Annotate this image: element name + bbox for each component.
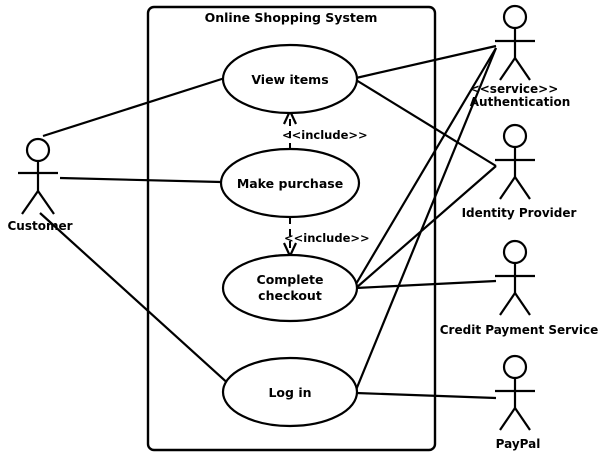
actor-label: Authentication	[470, 95, 571, 109]
assoc-customer-log-in	[39, 212, 233, 388]
stick-figure-icon	[495, 4, 535, 81]
include-label: <<include>>	[284, 231, 370, 245]
stick-figure-icon	[495, 239, 535, 316]
system-boundary	[146, 5, 437, 452]
associations	[39, 44, 498, 400]
actor-stereotype: <<service>>	[470, 82, 559, 96]
assoc-view-items-authentication	[355, 44, 497, 80]
assoc-customer-view-items	[42, 75, 229, 138]
assoc-customer-make-purchase	[59, 176, 222, 184]
stick-figure-icon	[495, 123, 535, 200]
actor-label: Identity Provider	[462, 206, 577, 220]
actor-customer[interactable]: Customer	[7, 137, 73, 233]
include-label: <<include>>	[282, 128, 368, 142]
assoc-checkout-identity-provider	[355, 165, 497, 289]
use-case-view-items[interactable]: View items	[221, 43, 359, 115]
stick-figure-icon	[495, 354, 535, 431]
assoc-view-items-identity-provider	[355, 79, 497, 167]
actor-label: Credit Payment Service	[440, 323, 599, 337]
use-case-label: Make purchase	[237, 176, 343, 191]
assoc-checkout-credit-payment	[355, 279, 497, 290]
actor-authentication[interactable]: <<service>> Authentication	[470, 4, 571, 109]
actor-label: PayPal	[496, 437, 541, 451]
use-case-log-in[interactable]: Log in	[221, 356, 359, 428]
actor-paypal[interactable]: PayPal	[495, 354, 541, 451]
use-case-label: Complete	[257, 272, 324, 287]
use-case-make-purchase[interactable]: Make purchase	[219, 147, 361, 219]
use-case-complete-checkout[interactable]: Complete checkout	[221, 253, 359, 323]
include-dependency-top: <<include>>	[282, 108, 368, 150]
assoc-checkout-authentication	[355, 47, 497, 285]
assoc-log-in-authentication	[354, 47, 498, 391]
actor-credit-payment-service[interactable]: Credit Payment Service	[440, 239, 599, 337]
stick-figure-icon	[18, 137, 58, 215]
assoc-log-in-paypal	[355, 391, 497, 400]
system-title: Online Shopping System	[205, 10, 378, 25]
use-case-label: View items	[251, 72, 328, 87]
actor-label: Customer	[7, 219, 72, 233]
use-case-label: checkout	[258, 288, 322, 303]
actor-identity-provider[interactable]: Identity Provider	[462, 123, 577, 220]
use-case-label: Log in	[268, 385, 311, 400]
